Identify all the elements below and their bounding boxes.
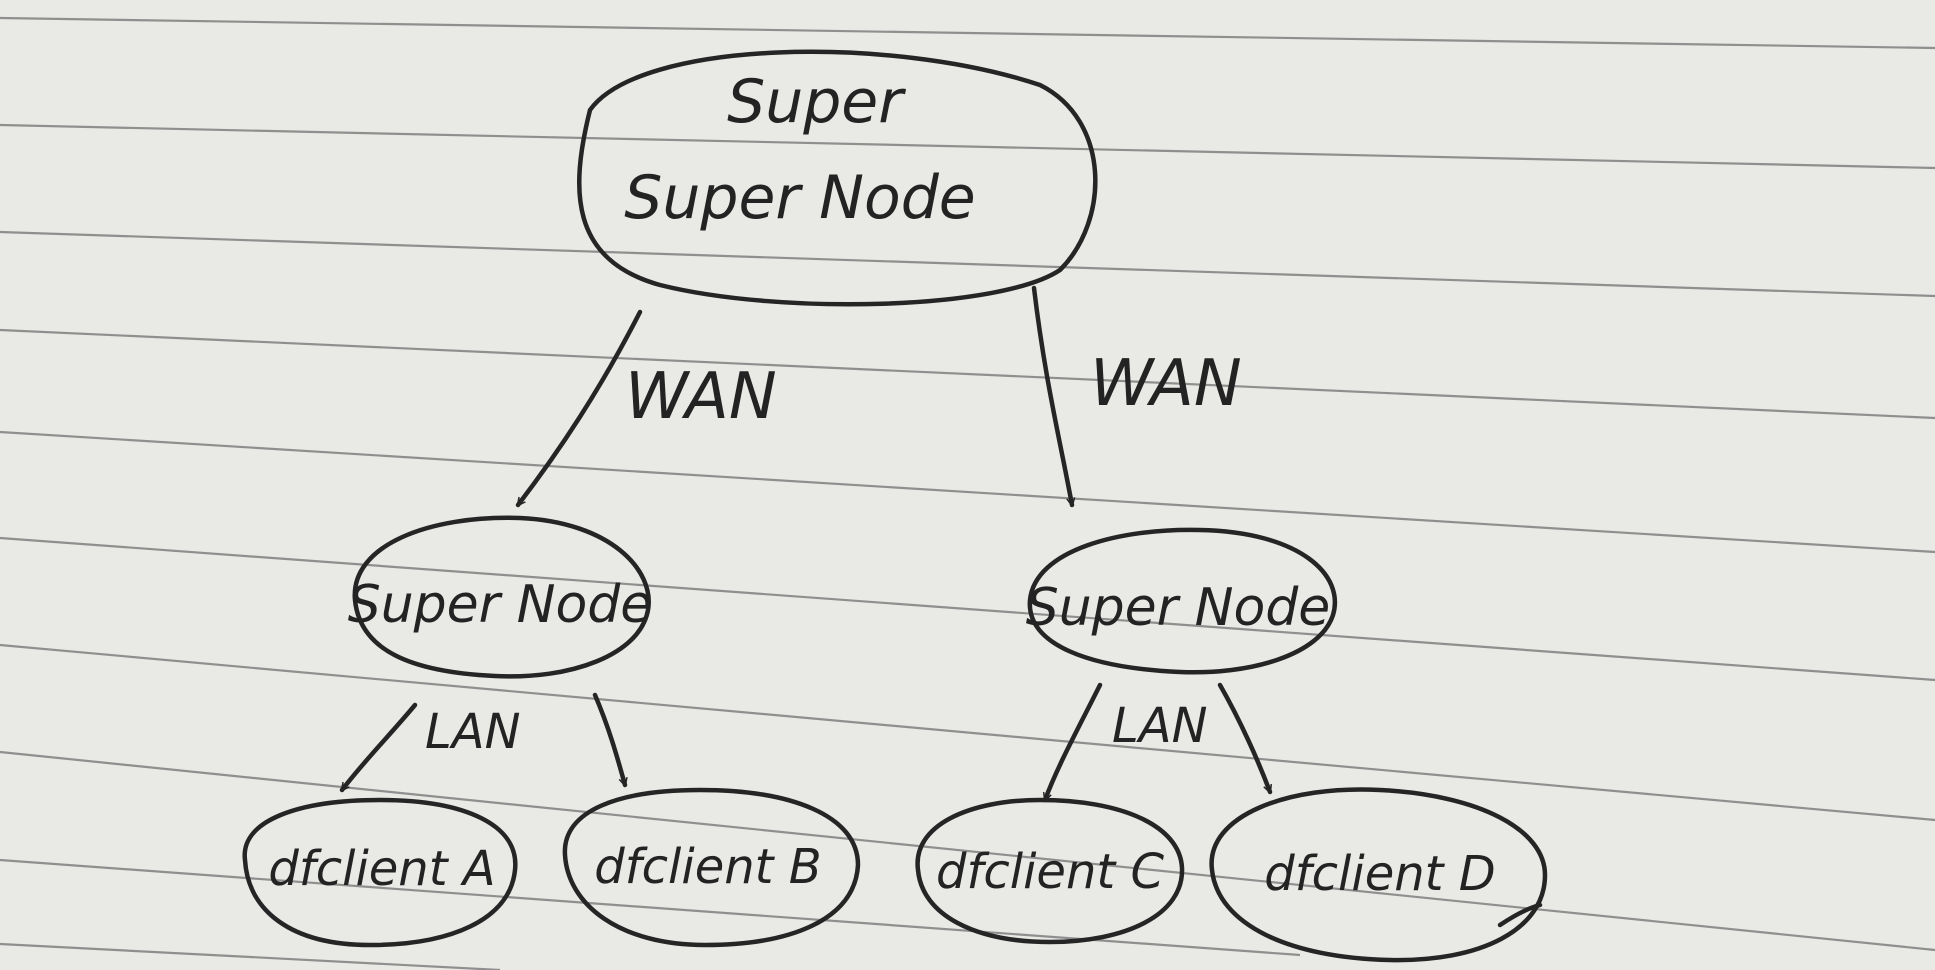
edge-label-wan-right: WAN — [1090, 347, 1242, 421]
node-dfclient-d: dfclient D — [1209, 787, 1548, 963]
client-d-label: dfclient D — [1264, 846, 1495, 902]
node-dfclient-a: dfclient A — [242, 797, 518, 948]
client-a-label: dfclient A — [268, 841, 495, 897]
node-super-node-left: Super Node — [348, 515, 653, 679]
ruled-lines — [0, 16, 1935, 970]
mid-right-label: Super Node — [1026, 578, 1331, 638]
root-label-line1: Super — [727, 67, 906, 137]
node-dfclient-b: dfclient B — [562, 787, 861, 948]
edge-lan-right: LAN — [1042, 682, 1273, 800]
node-dfclient-c: dfclient C — [915, 797, 1185, 945]
root-label-line2: Super Node — [624, 163, 975, 233]
edge-wan-left: WAN — [515, 309, 777, 508]
node-super-node-right: Super Node — [1026, 527, 1338, 675]
edge-label-lan-left: LAN — [425, 704, 520, 760]
node-super-super-node: Super Super Node — [576, 49, 1098, 307]
edge-label-lan-right: LAN — [1112, 698, 1207, 754]
client-c-label: dfclient C — [936, 844, 1164, 900]
edge-lan-left: LAN — [339, 692, 625, 793]
client-b-label: dfclient B — [594, 839, 821, 895]
edge-wan-right: WAN — [1031, 285, 1242, 505]
mid-left-label: Super Node — [348, 575, 653, 635]
edge-label-wan-left: WAN — [625, 360, 777, 434]
